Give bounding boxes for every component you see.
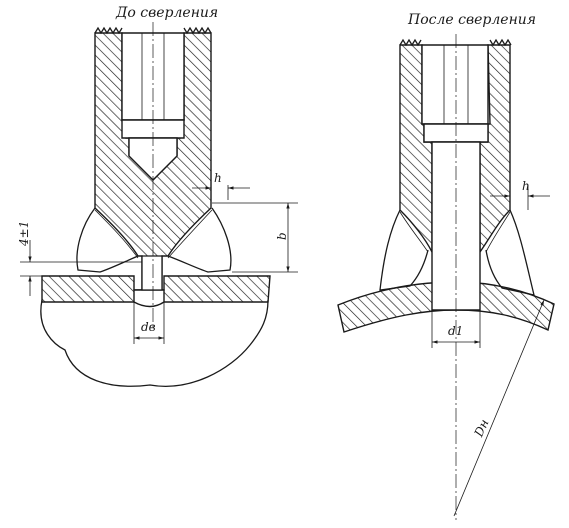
weld-fillet-right: [167, 207, 232, 273]
before-drilling-view: До сверления h b: [17, 5, 298, 387]
weld-root: [94, 209, 213, 259]
dn-radius-line: [453, 299, 545, 517]
thread-top-right: [183, 26, 212, 35]
bore-after: [421, 44, 489, 125]
weld-fillet-right-after: [485, 209, 535, 296]
thread-top-right-after: [489, 38, 512, 47]
h-label-left: h: [214, 171, 222, 185]
base-plate: [41, 275, 271, 303]
h-label-right: h: [522, 179, 530, 193]
weld-root-after: [399, 211, 511, 253]
after-drilling-title: После сверления: [407, 12, 536, 28]
dv-label: dв: [141, 320, 156, 334]
dn-label: Dн: [471, 417, 491, 440]
thread-top-left-after: [399, 38, 422, 47]
base-plate-break: [40, 299, 269, 387]
d1-label: d1: [448, 324, 463, 338]
pilot-stem: [141, 255, 163, 291]
tolerance-label: 4±1: [17, 221, 31, 247]
pilot-hole: [133, 289, 165, 308]
weld-fillet-left-after: [379, 209, 429, 291]
after-drilling-view: После сверления h d1 Dн: [337, 12, 555, 520]
thread-top-left: [94, 26, 123, 35]
b-label: b: [275, 232, 289, 240]
before-drilling-title: До сверления: [115, 5, 218, 21]
